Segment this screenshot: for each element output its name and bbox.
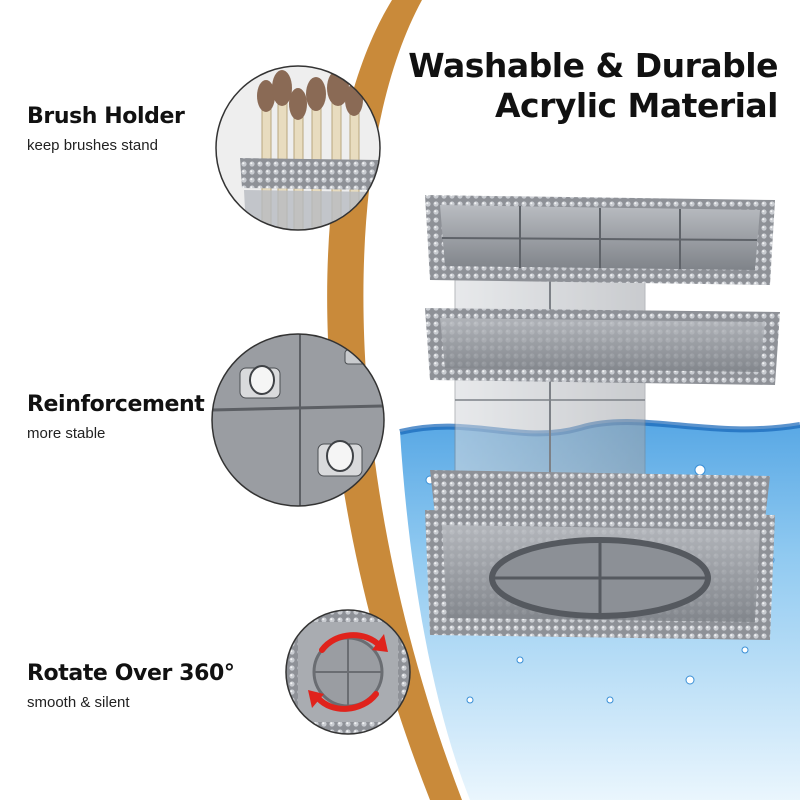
feature-rotate: Rotate Over 360° smooth & silent bbox=[27, 661, 235, 711]
headline: Washable & Durable Acrylic Material bbox=[408, 46, 778, 126]
acrylic-organizer bbox=[425, 195, 780, 640]
feature-title: Rotate Over 360° bbox=[27, 661, 235, 686]
feature-title: Reinforcement bbox=[27, 392, 205, 417]
headline-line-1: Washable & Durable bbox=[408, 46, 778, 85]
reinforcement-photo bbox=[211, 333, 385, 507]
rotation-photo bbox=[285, 609, 411, 735]
feature-brush-holder: Brush Holder keep brushes stand bbox=[27, 104, 227, 154]
feature-reinforcement: Reinforcement more stable bbox=[27, 392, 227, 442]
feature-subtitle: more stable bbox=[27, 425, 106, 442]
feature-subtitle: smooth & silent bbox=[27, 694, 130, 711]
feature-subtitle: keep brushes stand bbox=[27, 137, 158, 154]
rotate-arrow-icon bbox=[315, 632, 383, 712]
feature-title: Brush Holder bbox=[27, 104, 185, 129]
brush-holder-photo bbox=[215, 65, 381, 231]
headline-line-2: Acrylic Material bbox=[495, 86, 778, 125]
